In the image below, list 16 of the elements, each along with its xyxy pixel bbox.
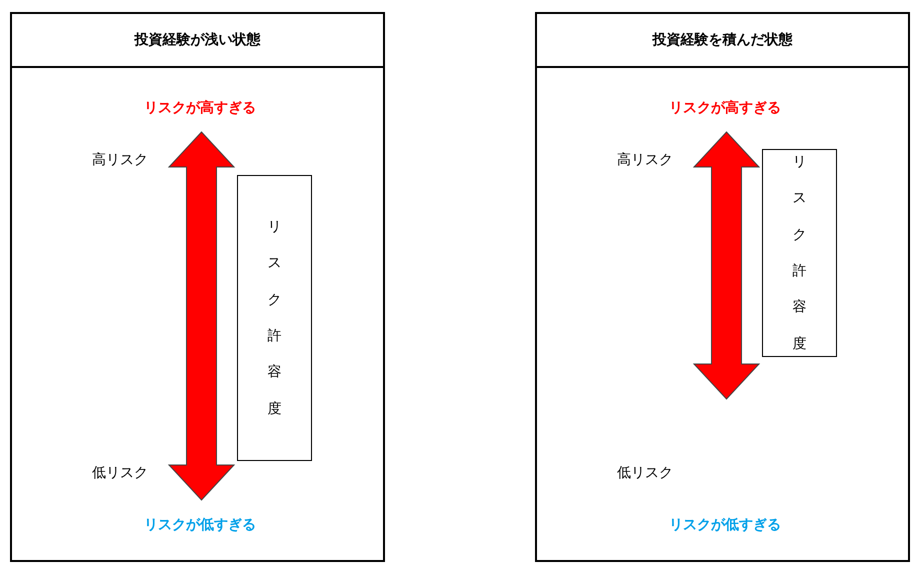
risk-level-label: 低リスク <box>617 464 673 482</box>
risk-level-label: 高リスク <box>617 151 673 169</box>
vertical-text: リスク許容度 <box>792 152 806 354</box>
panel-title: 投資経験が浅い状態 <box>12 14 383 68</box>
panel <box>535 12 910 562</box>
panel-title: 投資経験を積んだ状態 <box>537 14 908 68</box>
risk-level-label: 高リスク <box>92 151 148 169</box>
vertical-text: リスク許容度 <box>268 218 282 419</box>
risk-level-label: 低リスク <box>92 464 148 482</box>
warning-label: リスクが高すぎる <box>669 99 781 117</box>
warning-label: リスクが低すぎる <box>144 516 256 534</box>
warning-label: リスクが高すぎる <box>144 99 256 117</box>
warning-label: リスクが低すぎる <box>669 516 781 534</box>
panel <box>10 12 385 562</box>
tolerance-box <box>237 175 312 461</box>
tolerance-box <box>762 149 837 357</box>
